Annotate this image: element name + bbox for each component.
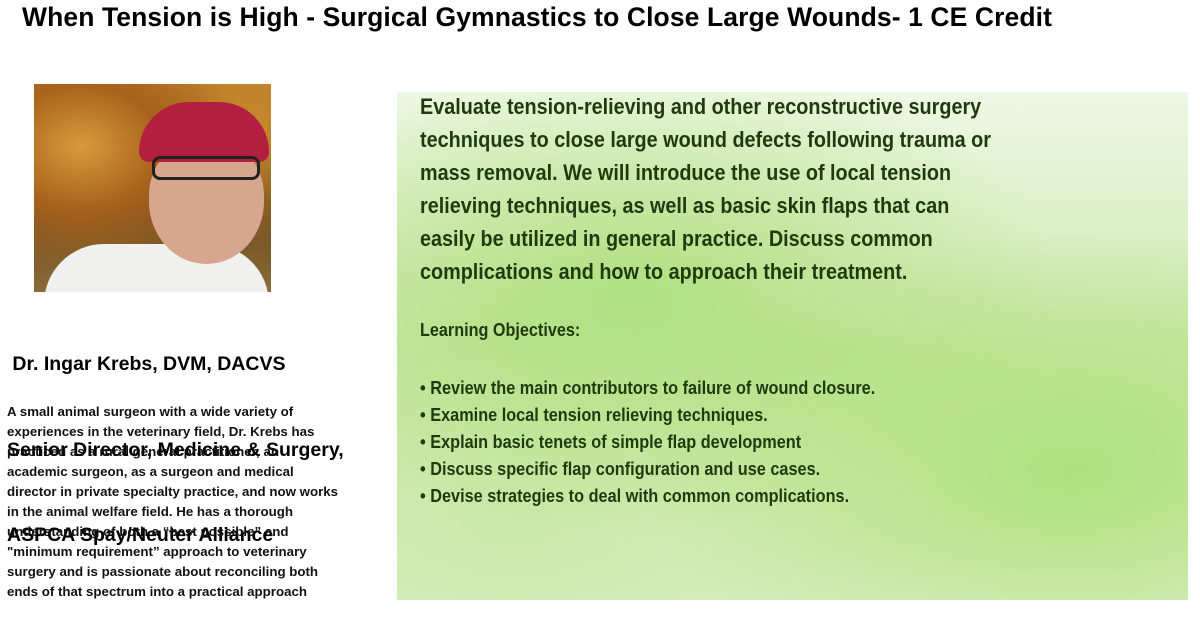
bio-line: ends of that spectrum into a practical a…: [7, 584, 307, 599]
description-line: Evaluate tension-relieving and other rec…: [420, 94, 982, 119]
speaker-org: ASPCA Spay/Neuter Alliance: [7, 524, 274, 546]
objectives-list: • Review the main contributors to failur…: [420, 374, 937, 509]
description-line: easily be utilized in general practice. …: [420, 226, 933, 251]
objectives-heading: Learning Objectives:: [420, 320, 581, 340]
bio-line: practiced as a rural general practitione…: [7, 444, 279, 459]
objective-item: • Explain basic tenets of simple flap de…: [420, 431, 802, 452]
bio-line: "minimum requirement” approach to veteri…: [7, 544, 307, 559]
page-title: When Tension is High - Surgical Gymnasti…: [22, 2, 1053, 32]
bio-line: A small animal surgeon with a wide varie…: [7, 404, 294, 419]
course-description: Evaluate tension-relieving and other rec…: [420, 90, 1069, 288]
course-description-panel: [397, 92, 1188, 600]
photo-helmet: [139, 102, 269, 162]
bio-line: in the animal welfare field. He has a th…: [7, 504, 293, 519]
speaker-bio: A small animal surgeon with a wide varie…: [7, 402, 338, 602]
objective-item: • Discuss specific flap configuration an…: [420, 458, 821, 479]
photo-glasses: [152, 156, 260, 180]
description-line: techniques to close large wound defects …: [420, 127, 991, 152]
speaker-credentials: Dr. Ingar Krebs, DVM, DACVS Senior Direc…: [7, 293, 344, 578]
description-line: complications and how to approach their …: [420, 259, 908, 284]
bio-line: academic surgeon, as a surgeon and medic…: [7, 464, 294, 479]
objective-item: • Examine local tension relieving techni…: [420, 404, 768, 425]
objective-item: • Review the main contributors to failur…: [420, 377, 876, 398]
speaker-role: Senior Director, Medicine & Surgery,: [7, 438, 344, 461]
speaker-name: Dr. Ingar Krebs, DVM, DACVS: [7, 353, 286, 375]
bio-line: experiences in the veterinary field, Dr.…: [7, 424, 315, 439]
bio-line: director in private specialty practice, …: [7, 484, 339, 499]
description-line: relieving techniques, as well as basic s…: [420, 193, 950, 218]
description-line: mass removal. We will introduce the use …: [420, 160, 952, 185]
objective-item: • Devise strategies to deal with common …: [420, 485, 850, 506]
bio-line: understanding of both a “best possible” …: [7, 524, 289, 539]
speaker-photo: [34, 84, 271, 292]
bio-line: surgery and is passionate about reconcil…: [7, 564, 319, 579]
